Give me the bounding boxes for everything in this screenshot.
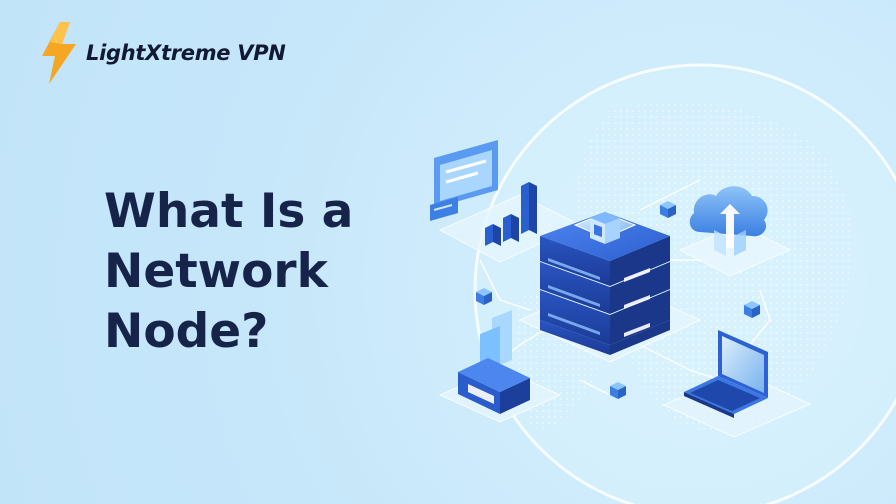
data-cubes (476, 201, 760, 399)
title-line-3: Node? (104, 304, 269, 359)
dashboard-chart-icon (430, 140, 582, 263)
globe-icon (473, 63, 896, 504)
cloud-upload-icon (678, 186, 792, 277)
title-line-2: Network (104, 244, 328, 299)
brand-logo[interactable]: LightXtreme VPN (38, 22, 286, 84)
title-line-1: What Is a (104, 184, 354, 239)
printer-icon (438, 310, 562, 423)
lightning-bolt-icon (42, 22, 76, 84)
brand-name: LightXtreme VPN (86, 41, 286, 65)
server-rack-icon (518, 212, 702, 363)
page-title: What Is a Network Node? (104, 182, 353, 362)
laptop-icon (662, 330, 812, 438)
